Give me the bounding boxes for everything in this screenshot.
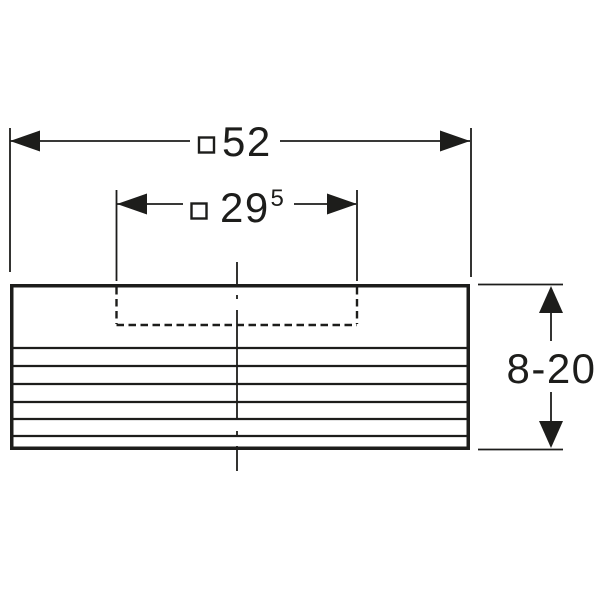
arrowhead-left-icon	[10, 130, 40, 152]
outer-width-value: 52	[222, 118, 272, 165]
inner-width-value: 29	[220, 184, 270, 231]
height-range-dimension: 8-20	[478, 283, 596, 451]
arrowhead-right-icon	[440, 130, 470, 152]
arrowhead-up-icon	[539, 286, 563, 313]
ribbed-surface-lines	[12, 346, 468, 438]
square-dimension-symbol-icon	[190, 202, 208, 220]
body-outline	[10, 284, 470, 450]
product-body	[10, 262, 470, 471]
arrowhead-right-icon	[327, 193, 357, 215]
height-range-value: 8-20	[506, 345, 596, 392]
inner-width-superscript: 5	[271, 185, 284, 212]
inner-width-dimension: 29 5	[115, 184, 358, 281]
square-dimension-symbol-icon	[197, 136, 216, 154]
arrowhead-left-icon	[117, 193, 147, 215]
outer-width-dimension: 52	[9, 118, 472, 277]
arrowhead-down-icon	[539, 421, 563, 448]
